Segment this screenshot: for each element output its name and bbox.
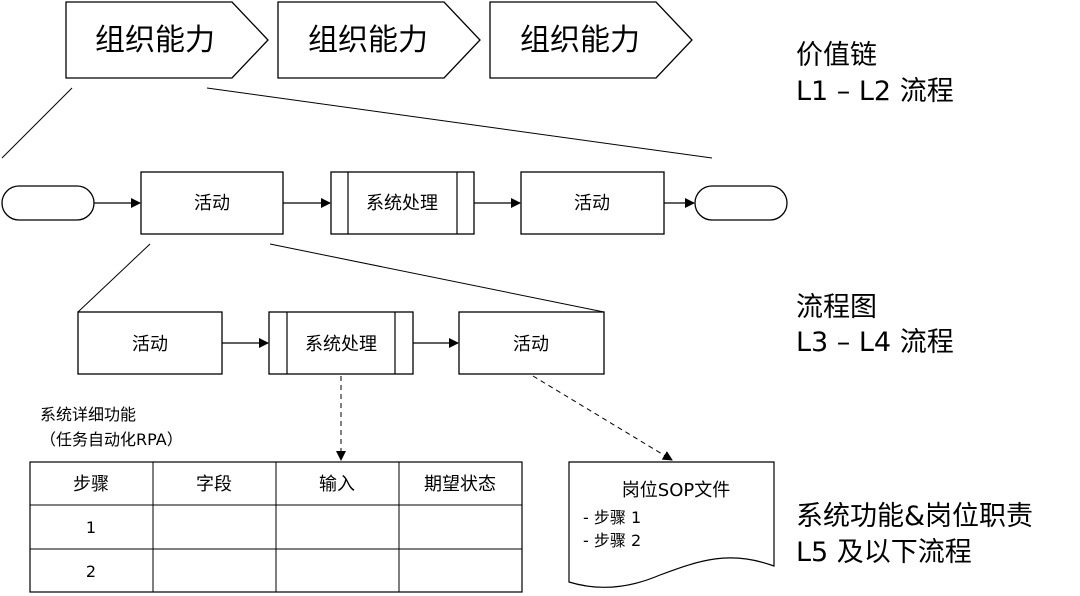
zoom-line-left-2 [77,243,151,313]
table-row-1-step: 1 [86,518,96,537]
table-header-field: 字段 [196,474,232,495]
zoom-line-left-1 [1,87,73,159]
mid-activity-1-label: 活动 [132,334,168,355]
top-system-process-box [330,171,475,235]
end-terminator [694,185,788,221]
zoom-line-right-1 [206,87,713,159]
system-detail-subtitle: （任务自动化RPA） [40,430,183,449]
sop-document: 岗位SOP文件 - 步骤 1 - 步骤 2 [568,461,775,588]
table-header-expected-state: 期望状态 [424,474,496,495]
level-label-l5-title: 系统功能&岗位职责 [796,501,1033,532]
value-chain-step-1: 组织能力 [65,1,269,79]
mid-system-process-label: 系统处理 [305,334,377,355]
table-row-2-step: 2 [86,562,96,581]
top-activity-1-label: 活动 [194,193,230,214]
mid-activity-1-box [77,311,223,375]
system-detail-title: 系统详细功能 [40,405,136,424]
top-activity-2-label: 活动 [574,193,610,214]
level-label-l5-subtitle: L5 及以下流程 [796,537,972,568]
value-chain-step-1-label: 组织能力 [95,23,215,58]
level-label-l1l2-subtitle: L1 – L2 流程 [796,76,954,107]
top-system-process-label: 系统处理 [366,193,438,214]
level-label-l3l4-title: 流程图 [796,292,877,323]
level-label-l3l4-subtitle: L3 – L4 流程 [796,327,954,358]
sop-document-title: 岗位SOP文件 [622,480,730,501]
sop-step-2: - 步骤 2 [583,531,641,550]
start-terminator [1,185,95,221]
value-chain-step-3: 组织能力 [489,1,693,79]
table-header-step: 步骤 [73,474,109,495]
mid-activity-2-box [458,311,605,375]
dashed-arrow-to-sop [532,375,673,461]
sop-step-1: - 步骤 1 [583,508,641,527]
zoom-line-right-2 [269,243,605,313]
mid-system-process-box [268,311,414,375]
value-chain-step-2-label: 组织能力 [308,23,428,58]
top-activity-2-box [520,171,665,235]
value-chain-step-2: 组织能力 [277,1,481,79]
level-label-l1l2-title: 价值链 [796,40,877,71]
value-chain-step-3-label: 组织能力 [520,23,640,58]
mid-activity-2-label: 活动 [513,334,549,355]
steps-table: 步骤 字段 输入 期望状态 1 2 [29,461,523,593]
table-header-input: 输入 [319,474,355,495]
